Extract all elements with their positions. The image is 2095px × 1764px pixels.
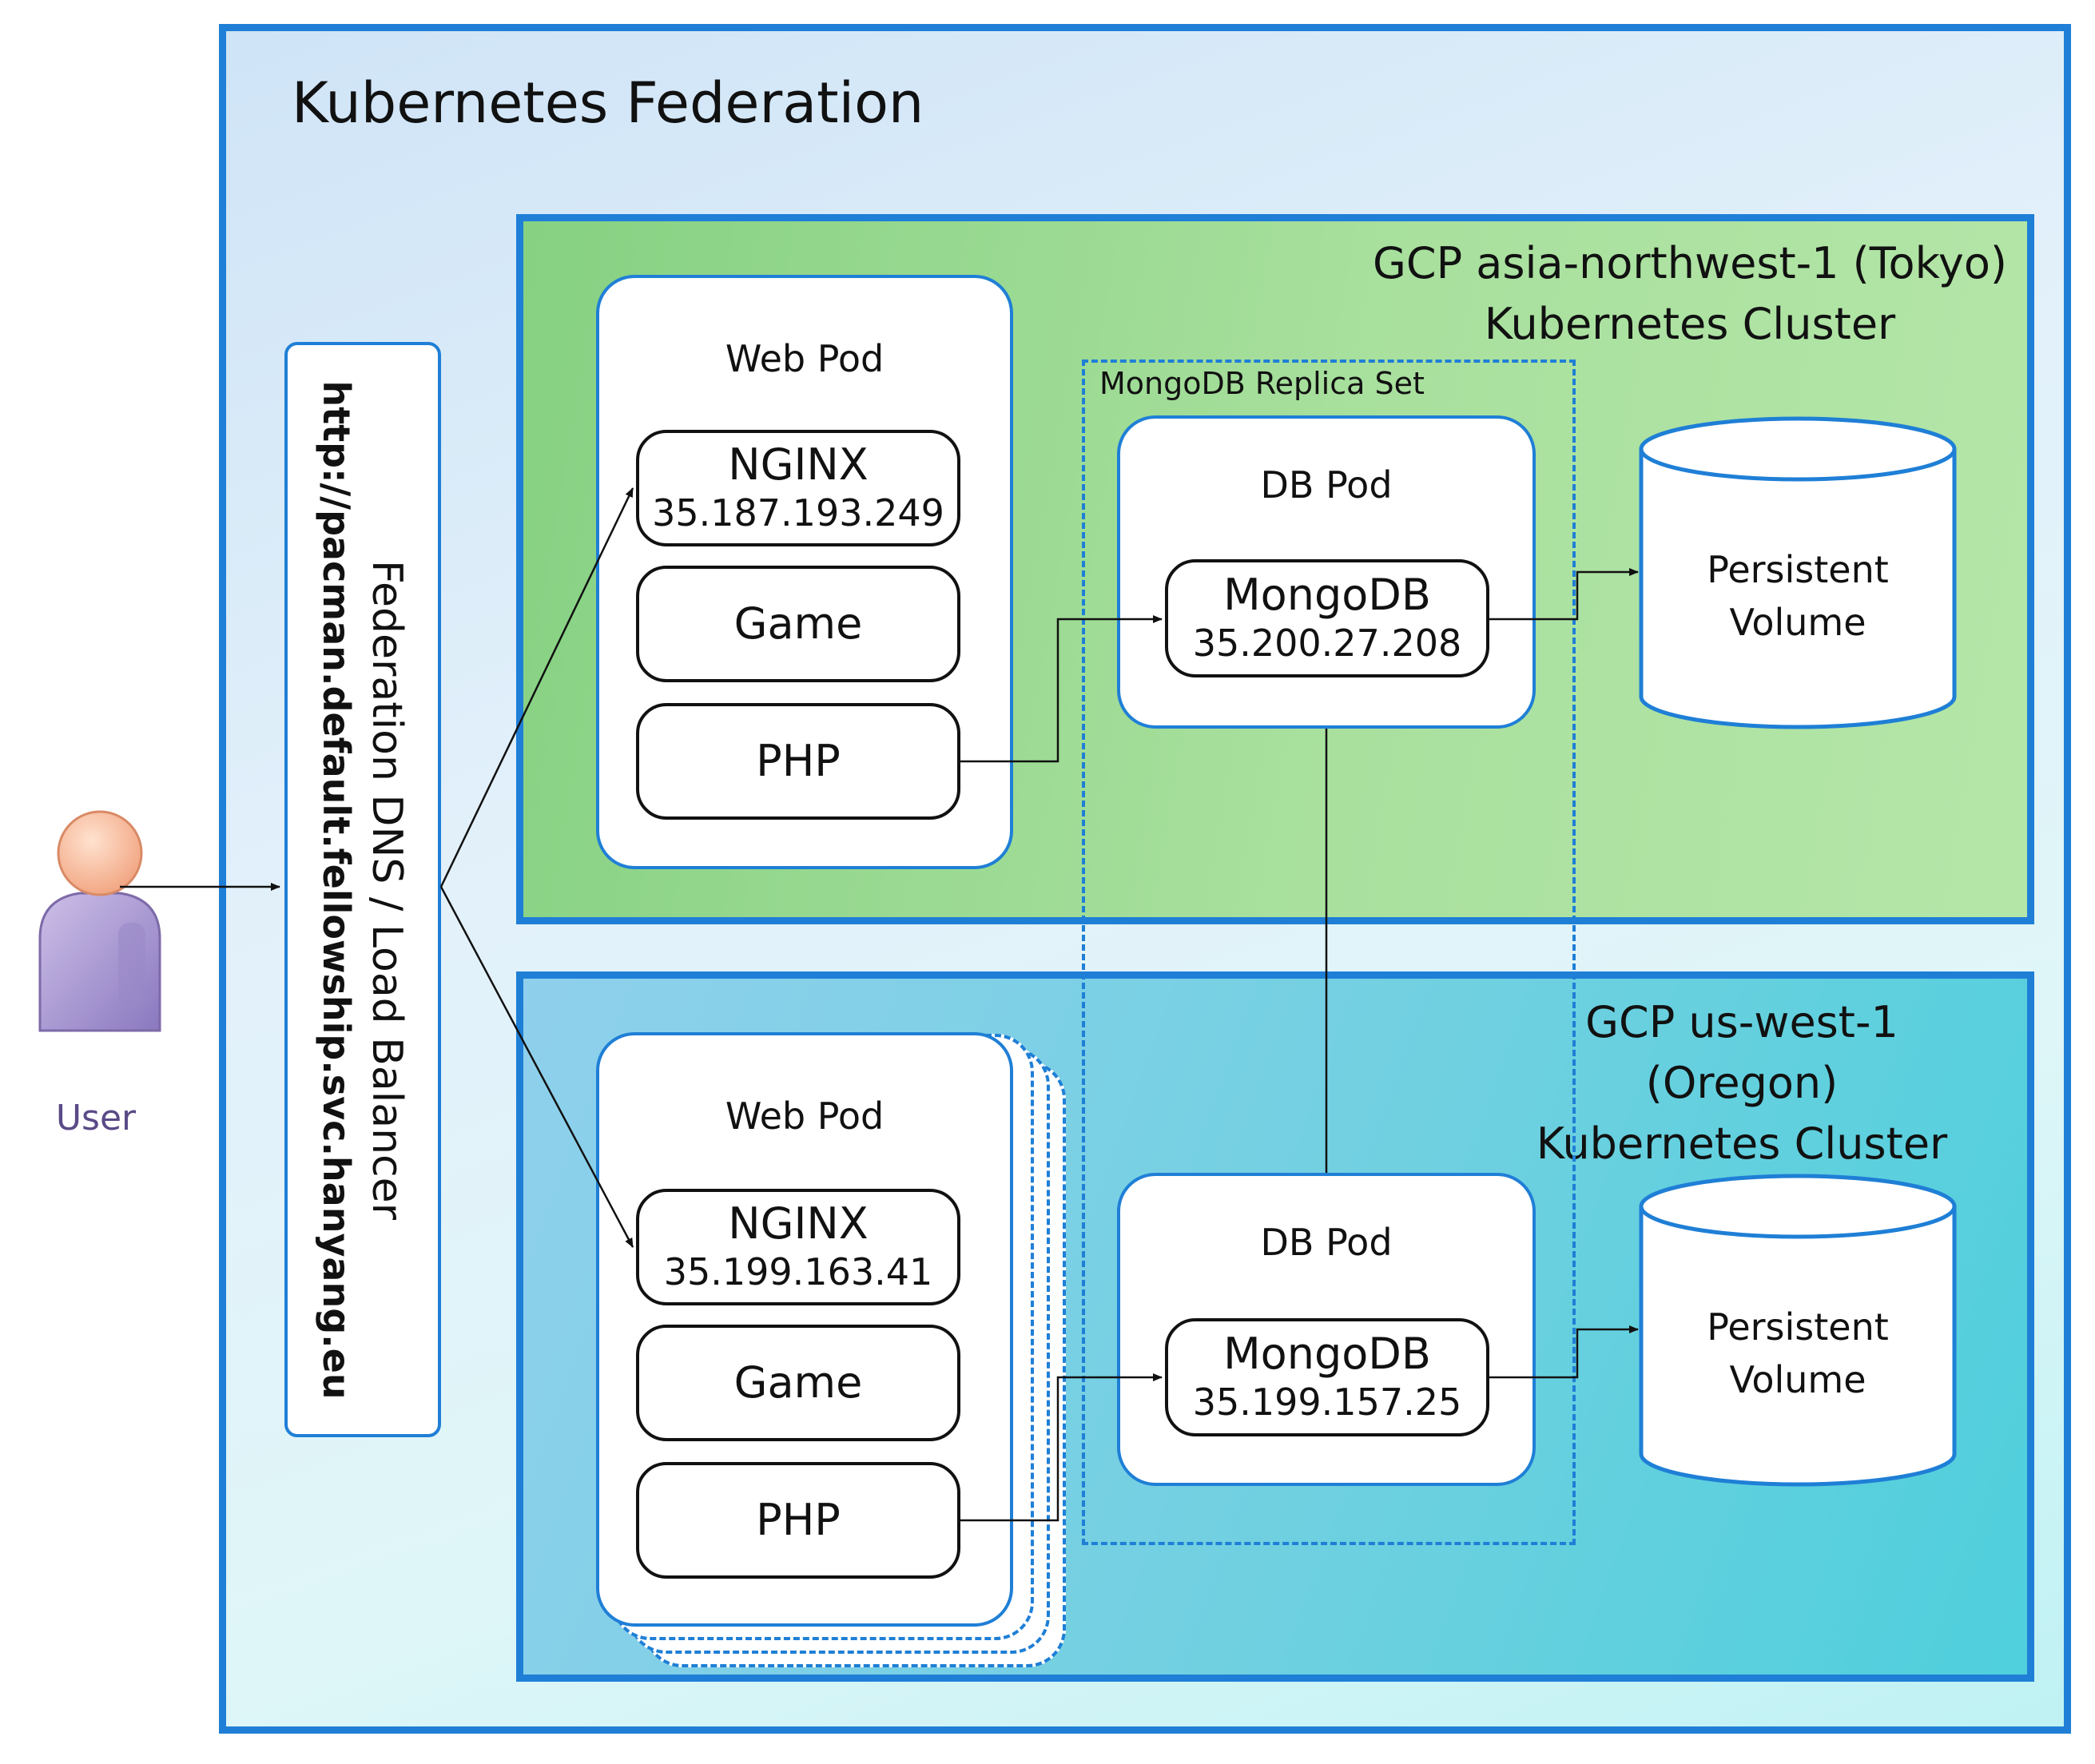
db-pod-label: DB Pod: [1260, 1221, 1393, 1264]
persistent-volume-label: Persistent Volume: [1638, 543, 1958, 649]
cluster-tokyo-title: GCP asia-northwest-1 (Tokyo) Kubernetes …: [1358, 233, 2021, 355]
cylinder-volume-icon: [1639, 416, 1957, 729]
cluster-oregon-title-line2: Kubernetes Cluster: [1536, 1118, 1948, 1169]
mongodb-ip: 35.199.157.25: [1192, 1381, 1462, 1424]
mongodb-ip: 35.200.27.208: [1192, 622, 1462, 665]
cluster-oregon-title-line1: GCP us-west-1 (Oregon): [1585, 997, 1898, 1108]
lb-to-tokyo-arrow: [439, 487, 634, 888]
php-name: PHP: [756, 736, 841, 786]
mongodb-component: MongoDB 35.199.157.25: [1165, 1318, 1489, 1436]
cluster-tokyo-title-line2: Kubernetes Cluster: [1484, 299, 1896, 349]
db-pod-label: DB Pod: [1260, 463, 1393, 507]
nginx-ip: 35.187.193.249: [652, 491, 944, 534]
volume-line2: Volume: [1729, 601, 1866, 644]
user-icon: [38, 810, 161, 1032]
load-balancer: Federation DNS / Load Balancer http://pa…: [284, 342, 441, 1437]
nginx-ip: 35.199.163.41: [663, 1250, 933, 1293]
game-component: Game: [636, 1325, 960, 1441]
php-name: PHP: [756, 1495, 841, 1545]
mongodb-to-volume-oregon: [1489, 1325, 1639, 1379]
cluster-oregon-title: GCP us-west-1 (Oregon) Kubernetes Cluste…: [1486, 992, 1998, 1174]
game-component: Game: [636, 566, 960, 682]
mongodb-component: MongoDB 35.200.27.208: [1165, 559, 1489, 677]
php-component: PHP: [636, 703, 960, 820]
mongodb-to-volume-tokyo: [1489, 568, 1639, 621]
php-component: PHP: [636, 1462, 960, 1579]
nginx-name: NGINX: [728, 1198, 869, 1249]
cylinder-volume-icon: [1639, 1174, 1957, 1487]
php-to-mongodb-tokyo: [960, 615, 1163, 763]
replica-set-label: MongoDB Replica Set: [1099, 366, 1425, 401]
nginx-component: NGINX 35.199.163.41: [636, 1189, 960, 1305]
user-label: User: [55, 1098, 137, 1138]
mongodb-name: MongoDB: [1223, 570, 1431, 620]
web-pod-label: Web Pod: [725, 1095, 885, 1138]
nginx-component: NGINX 35.187.193.249: [636, 430, 960, 546]
lb-to-oregon-arrow: [439, 886, 634, 1248]
volume-line2: Volume: [1729, 1358, 1866, 1401]
php-to-mongodb-oregon: [960, 1373, 1163, 1522]
volume-line1: Persistent: [1707, 548, 1889, 591]
mongodb-replica-set: [1082, 360, 1576, 1545]
game-name: Game: [733, 598, 863, 649]
persistent-volume-label: Persistent Volume: [1638, 1301, 1958, 1406]
nginx-name: NGINX: [728, 439, 869, 490]
game-name: Game: [733, 1357, 863, 1408]
cluster-tokyo-title-line1: GCP asia-northwest-1 (Tokyo): [1373, 238, 2007, 288]
federation-title: Kubernetes Federation: [292, 70, 924, 136]
volume-line1: Persistent: [1707, 1305, 1889, 1349]
web-pod-label: Web Pod: [725, 337, 885, 380]
mongodb-name: MongoDB: [1223, 1329, 1431, 1379]
